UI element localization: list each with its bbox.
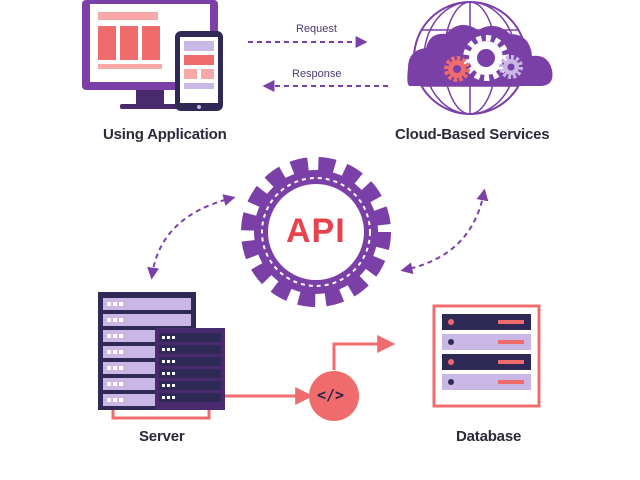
request-label: Request xyxy=(296,23,337,35)
database-label: Database xyxy=(456,428,522,445)
code-icon xyxy=(309,371,359,421)
application-label: Using Application xyxy=(103,126,227,143)
gear-icon xyxy=(444,56,470,82)
server-api-arrow xyxy=(147,194,236,280)
cloud-services-label: Cloud-Based Services xyxy=(395,126,550,143)
database-icon xyxy=(432,304,541,408)
application-icon xyxy=(82,0,223,111)
gear-icon xyxy=(499,55,523,79)
api-label: API xyxy=(286,212,346,250)
server-label: Server xyxy=(139,428,185,445)
response-label: Response xyxy=(292,68,342,80)
cloud-services-icon xyxy=(407,1,553,115)
api-gear-icon xyxy=(241,157,391,307)
cloud-api-arrow xyxy=(400,188,489,275)
server-icon xyxy=(98,292,225,420)
code-database-connector xyxy=(332,335,396,370)
code-label: </> xyxy=(317,386,345,404)
